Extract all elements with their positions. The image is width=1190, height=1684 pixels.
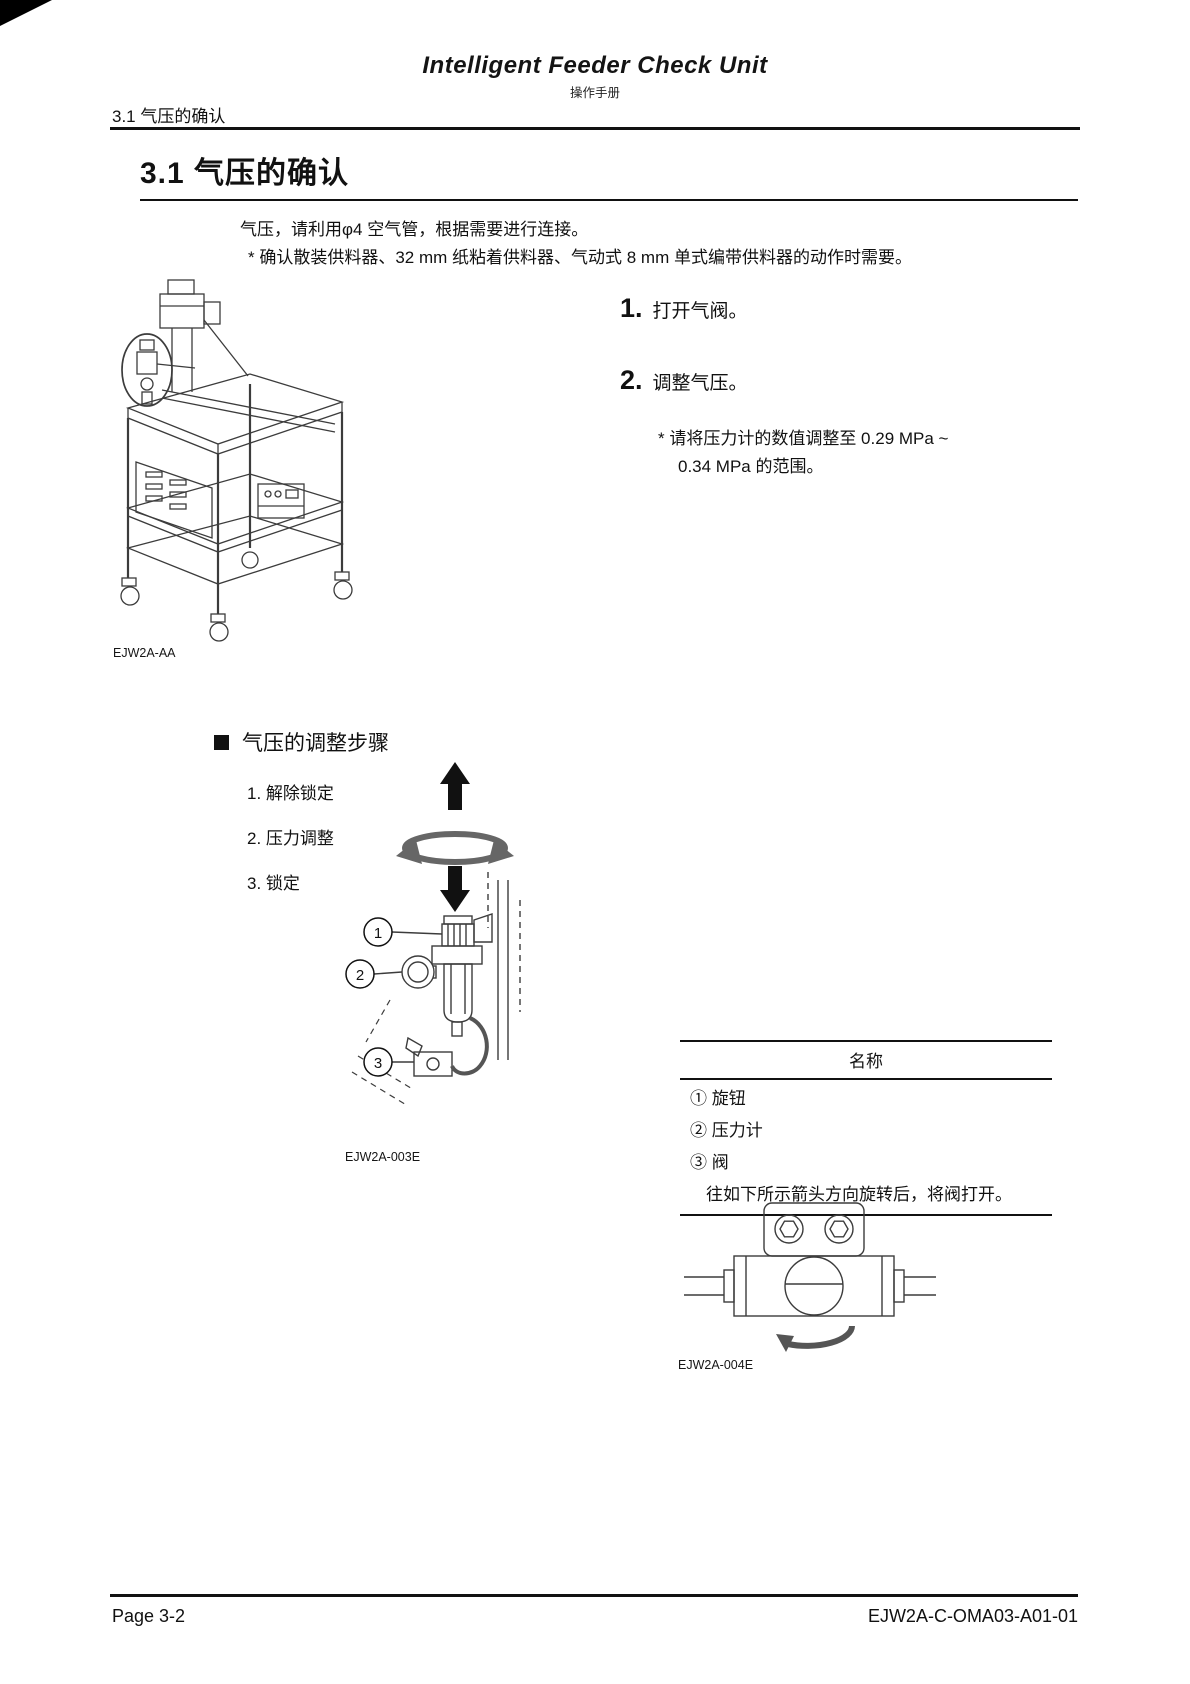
- step-2-text: 调整气压。: [652, 373, 748, 394]
- cart-frame: [125, 373, 345, 614]
- parts-table-row-2: ② 压力计: [690, 1121, 763, 1140]
- intro-line-2: * 确认散装供料器、32 mm 纸粘着供料器、气动式 8 mm 单式编带供料器的…: [248, 248, 912, 267]
- procedure-item-1: 1. 解除锁定: [247, 784, 334, 803]
- step-1: 1. 打开气阀。: [620, 293, 748, 324]
- caster-wheels: [120, 551, 353, 642]
- valve-body: [733, 1255, 895, 1317]
- callout-3-label: 3: [374, 1055, 382, 1072]
- footer-page-number: Page 3-2: [112, 1606, 186, 1626]
- figure1-caption: EJW2A-AA: [113, 646, 176, 660]
- parts-table-note: 往如下所示箭头方向旋转后，将阀打开。: [706, 1185, 1012, 1204]
- parts-table-header: 名称: [680, 1042, 1052, 1080]
- feeder-head: [159, 279, 249, 392]
- valve-pipes: [684, 1269, 936, 1303]
- procedure-title: 气压的调整步骤: [242, 732, 389, 755]
- step-1-text: 打开气阀。: [652, 301, 748, 322]
- machine-figure: [120, 279, 353, 642]
- scan-artifact: [0, 0, 52, 26]
- control-box: [257, 483, 305, 519]
- step-2-number: 2.: [620, 365, 643, 395]
- regulator-highlight: [121, 333, 196, 407]
- breadcrumb: 3.1 气压的确认: [112, 107, 226, 126]
- document-title: Intelligent Feeder Check Unit: [422, 52, 768, 79]
- figure3-caption: EJW2A-004E: [678, 1358, 754, 1372]
- drain-valve: [405, 1016, 489, 1077]
- procedure-heading: 气压的调整步骤: [214, 727, 389, 757]
- regulator-figure: 1 2 3: [345, 762, 521, 1107]
- pressure-note-line-2: 0.34 MPa 的范围。: [678, 457, 824, 476]
- callout-1: 1: [363, 917, 443, 947]
- rotate-arrows-icon: [396, 831, 514, 865]
- callout-1-label: 1: [374, 925, 382, 942]
- footer-rule: [110, 1594, 1078, 1597]
- parts-table-row-1: ① 旋钮: [690, 1089, 746, 1108]
- hidden-lines: [351, 999, 415, 1107]
- air-pipe: [487, 872, 521, 1060]
- step-2: 2. 调整气压。: [620, 365, 748, 396]
- parts-table-row-3: ③ 阀: [690, 1153, 729, 1172]
- intro-line-1: 气压，请利用φ4 空气管，根据需要进行连接。: [240, 220, 589, 239]
- procedure-item-2: 2. 压力调整: [247, 829, 334, 848]
- valve-bracket: [763, 1202, 865, 1257]
- callout-3: 3: [363, 1047, 414, 1077]
- section-rule: [140, 199, 1078, 201]
- footer-document-id: EJW2A-C-OMA03-A01-01: [867, 1606, 1078, 1626]
- square-bullet-icon: [214, 734, 229, 750]
- procedure-item-3: 3. 锁定: [247, 874, 300, 893]
- breadcrumb-rule: [110, 127, 1080, 130]
- down-arrow-icon: [440, 866, 470, 912]
- pressure-note-line-1: * 请将压力计的数值调整至 0.29 MPa ~: [658, 429, 949, 448]
- callout-2-label: 2: [356, 967, 364, 984]
- document-subtitle: 操作手册: [569, 86, 620, 100]
- section-title: 3.1 气压的确认: [140, 157, 350, 190]
- figure2-caption: EJW2A-003E: [345, 1150, 421, 1164]
- rotate-direction-arrow-icon: [776, 1325, 855, 1352]
- step-1-number: 1.: [620, 293, 643, 323]
- callout-2: 2: [345, 959, 403, 989]
- vent-panel: [135, 461, 213, 539]
- up-arrow-icon: [440, 762, 470, 810]
- valve-figure: [684, 1202, 936, 1352]
- parts-table: 名称 ① 旋钮 ② 压力计 ③ 阀 往如下所示箭头方向旋转后，将阀打开。: [680, 1040, 1052, 1216]
